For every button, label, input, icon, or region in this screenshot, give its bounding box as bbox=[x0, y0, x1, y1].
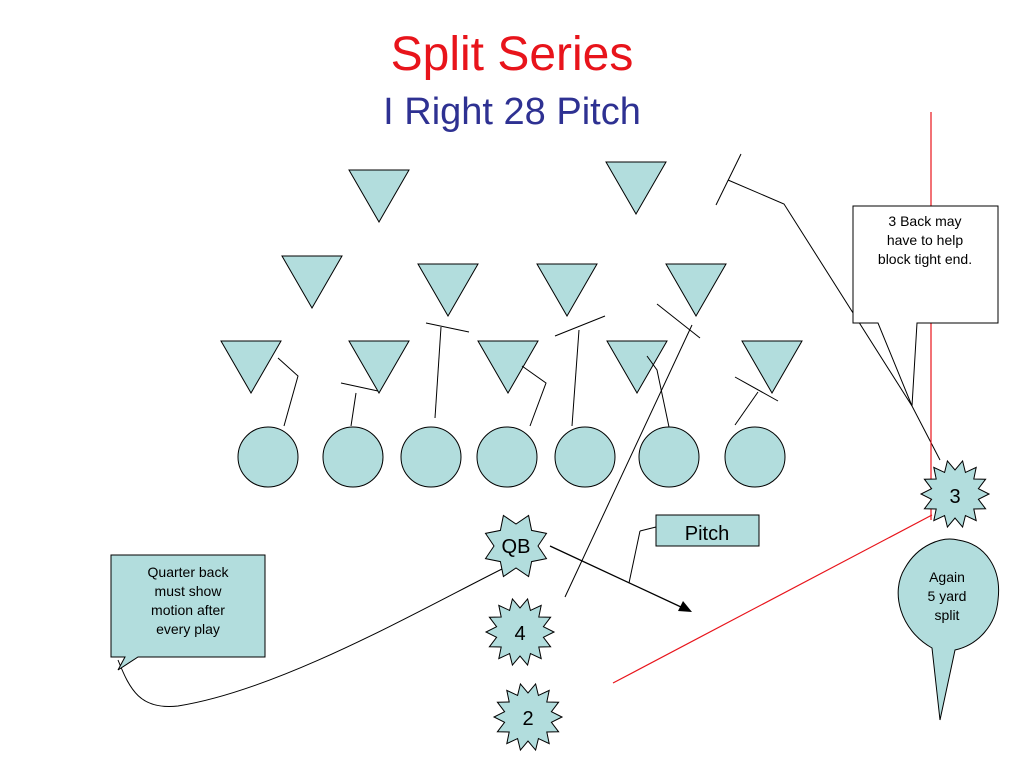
back-2-star bbox=[492, 682, 564, 752]
split-callout-line-1: Again bbox=[929, 569, 965, 585]
block-tee bbox=[715, 153, 742, 206]
tight-end-callout-box bbox=[852, 205, 999, 407]
quarterback-callout-line-4: every play bbox=[156, 621, 220, 637]
tight-end-callout-line-3: block tight end. bbox=[878, 251, 972, 267]
tight-end-callout-line-1: 3 Back may bbox=[888, 213, 961, 229]
qb-star bbox=[484, 514, 548, 578]
pitch-leader-line bbox=[639, 526, 657, 532]
lineman-circle bbox=[400, 426, 462, 488]
arrowhead-icon bbox=[678, 601, 692, 612]
back-2-label: 2 bbox=[522, 708, 533, 730]
defender-triangle bbox=[281, 255, 343, 310]
lineman-circle bbox=[237, 426, 299, 488]
back-4-star bbox=[484, 597, 556, 667]
pitch-label: Pitch bbox=[685, 523, 729, 545]
defender-triangle bbox=[665, 263, 727, 318]
block-tee bbox=[656, 303, 701, 339]
block-tee bbox=[734, 376, 779, 402]
lineman-circle bbox=[476, 426, 538, 488]
pitch-label-box bbox=[655, 514, 760, 547]
blocking-lines bbox=[277, 153, 941, 598]
back-3-label: 3 bbox=[949, 486, 960, 508]
block-path-back4 bbox=[564, 324, 693, 598]
split-callout-bubble bbox=[897, 538, 1000, 721]
split-callout-line-2: 5 yard bbox=[928, 588, 967, 604]
defender-triangle bbox=[477, 340, 539, 395]
quarterback-callout-line-3: motion after bbox=[151, 602, 225, 618]
pitch-arrow-line bbox=[549, 545, 682, 608]
block-tee bbox=[425, 322, 470, 333]
quarterback-callout: Quarter back must show motion after ever… bbox=[110, 554, 503, 707]
defender-triangle bbox=[348, 169, 410, 224]
pitch-leader-line bbox=[628, 530, 641, 584]
back-3-star bbox=[919, 459, 991, 529]
block-path bbox=[434, 326, 442, 419]
lineman-circle bbox=[554, 426, 616, 488]
defense bbox=[220, 161, 803, 395]
slide-title: Split Series bbox=[391, 28, 634, 81]
qb-label: QB bbox=[502, 536, 531, 558]
quarterback-callout-line-1: Quarter back bbox=[148, 564, 230, 580]
block-path bbox=[734, 391, 759, 426]
quarterback-pointer-curve bbox=[117, 568, 503, 707]
pitch-label-group: Pitch bbox=[628, 514, 760, 584]
defender-triangle bbox=[605, 161, 667, 216]
defender-triangle bbox=[417, 263, 479, 318]
block-tee bbox=[554, 315, 606, 337]
slide-subtitle: I Right 28 Pitch bbox=[383, 91, 641, 133]
pitch-arrow bbox=[549, 545, 692, 612]
defender-triangle bbox=[536, 263, 598, 318]
block-path bbox=[521, 365, 547, 427]
tight-end-route bbox=[727, 179, 941, 461]
defender-triangle bbox=[220, 340, 282, 395]
block-tee bbox=[340, 382, 379, 392]
tight-end-callout: 3 Back may have to help block tight end. bbox=[852, 205, 999, 407]
lineman-circle bbox=[724, 426, 786, 488]
quarterback-callout-line-2: must show bbox=[155, 583, 223, 599]
back-4-label: 4 bbox=[514, 623, 525, 645]
lineman-circle bbox=[638, 426, 700, 488]
defender-triangle bbox=[606, 340, 668, 395]
offensive-line bbox=[237, 426, 786, 488]
split-callout: Again 5 yard split bbox=[897, 538, 1000, 721]
block-path bbox=[350, 392, 357, 427]
quarterback-callout-box bbox=[110, 554, 266, 671]
lineman-circle bbox=[322, 426, 384, 488]
block-path bbox=[571, 329, 580, 427]
backfield: QB 4 2 3 bbox=[484, 459, 991, 752]
split-callout-line-3: split bbox=[935, 607, 960, 623]
defender-triangle bbox=[741, 340, 803, 395]
defender-triangle bbox=[348, 340, 410, 395]
block-path bbox=[646, 355, 670, 428]
block-path bbox=[277, 357, 299, 427]
tight-end-callout-line-2: have to help bbox=[887, 232, 963, 248]
red-diagonal-line bbox=[612, 514, 933, 684]
